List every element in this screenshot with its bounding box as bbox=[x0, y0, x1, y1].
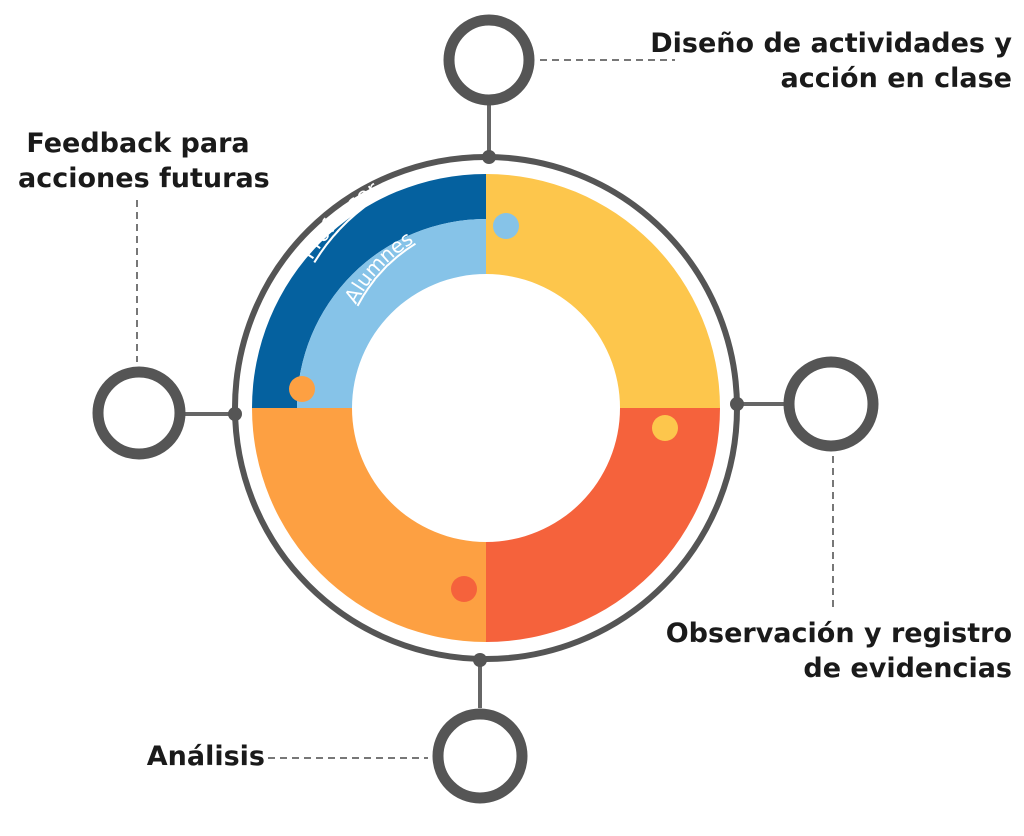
step-label-observation-line-2: de evidencias bbox=[803, 653, 1012, 684]
step-label-feedback-line-1: Feedback para bbox=[26, 128, 250, 159]
connector-dot-top bbox=[482, 150, 496, 164]
connector-dot-left bbox=[228, 407, 242, 421]
puzzle-knob-yellow bbox=[652, 415, 678, 441]
step-label-design: Diseño de actividades y acción en clase bbox=[650, 26, 1012, 96]
step-label-observation-line-1: Observación y registro bbox=[665, 618, 1012, 649]
step-label-analysis: Análisis bbox=[120, 739, 265, 774]
puzzle-knob-light-blue bbox=[493, 213, 519, 239]
node-circle-bottom bbox=[432, 708, 528, 804]
segment-yellow bbox=[486, 174, 720, 408]
connector-dot-bottom bbox=[473, 653, 487, 667]
node-circle-left bbox=[92, 366, 186, 460]
segment-dark-blue bbox=[252, 174, 486, 408]
step-label-design-line-2: acción en clase bbox=[780, 63, 1012, 94]
step-label-feedback: Feedback para acciones futuras bbox=[18, 126, 270, 196]
connector-dot-right bbox=[730, 397, 744, 411]
puzzle-knob-orange bbox=[289, 376, 315, 402]
step-label-analysis-line-1: Análisis bbox=[146, 741, 265, 772]
node-circle-top bbox=[443, 14, 535, 106]
segment-orange bbox=[252, 408, 486, 642]
puzzle-knob-red bbox=[451, 576, 477, 602]
segment-red-orange bbox=[486, 408, 720, 642]
step-label-design-line-1: Diseño de actividades y bbox=[650, 28, 1012, 59]
step-label-observation: Observación y registro de evidencias bbox=[650, 616, 1012, 686]
node-circle-right bbox=[783, 356, 879, 452]
step-label-feedback-line-2: acciones futuras bbox=[18, 163, 270, 194]
segment-light-blue bbox=[297, 219, 486, 408]
